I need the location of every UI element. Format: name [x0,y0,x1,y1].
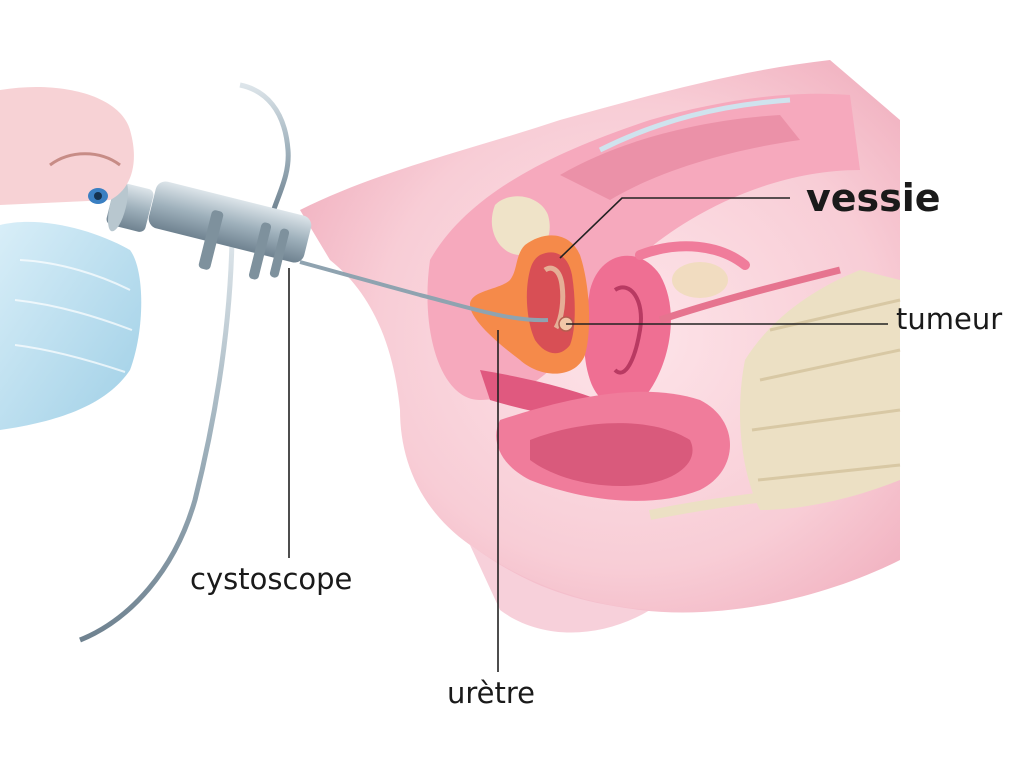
leader-lines [288,197,888,672]
clinician [0,86,142,430]
tumeur-label: tumeur [896,302,1003,336]
uretre-label: urètre [447,676,536,710]
bladder [470,235,590,374]
cystoscope-label: cystoscope [190,562,353,596]
vessie-label: vessie [806,176,941,220]
vessie-leader-line [559,197,790,259]
cystoscope-icon [79,82,549,643]
surgical-mask-icon [0,221,142,430]
